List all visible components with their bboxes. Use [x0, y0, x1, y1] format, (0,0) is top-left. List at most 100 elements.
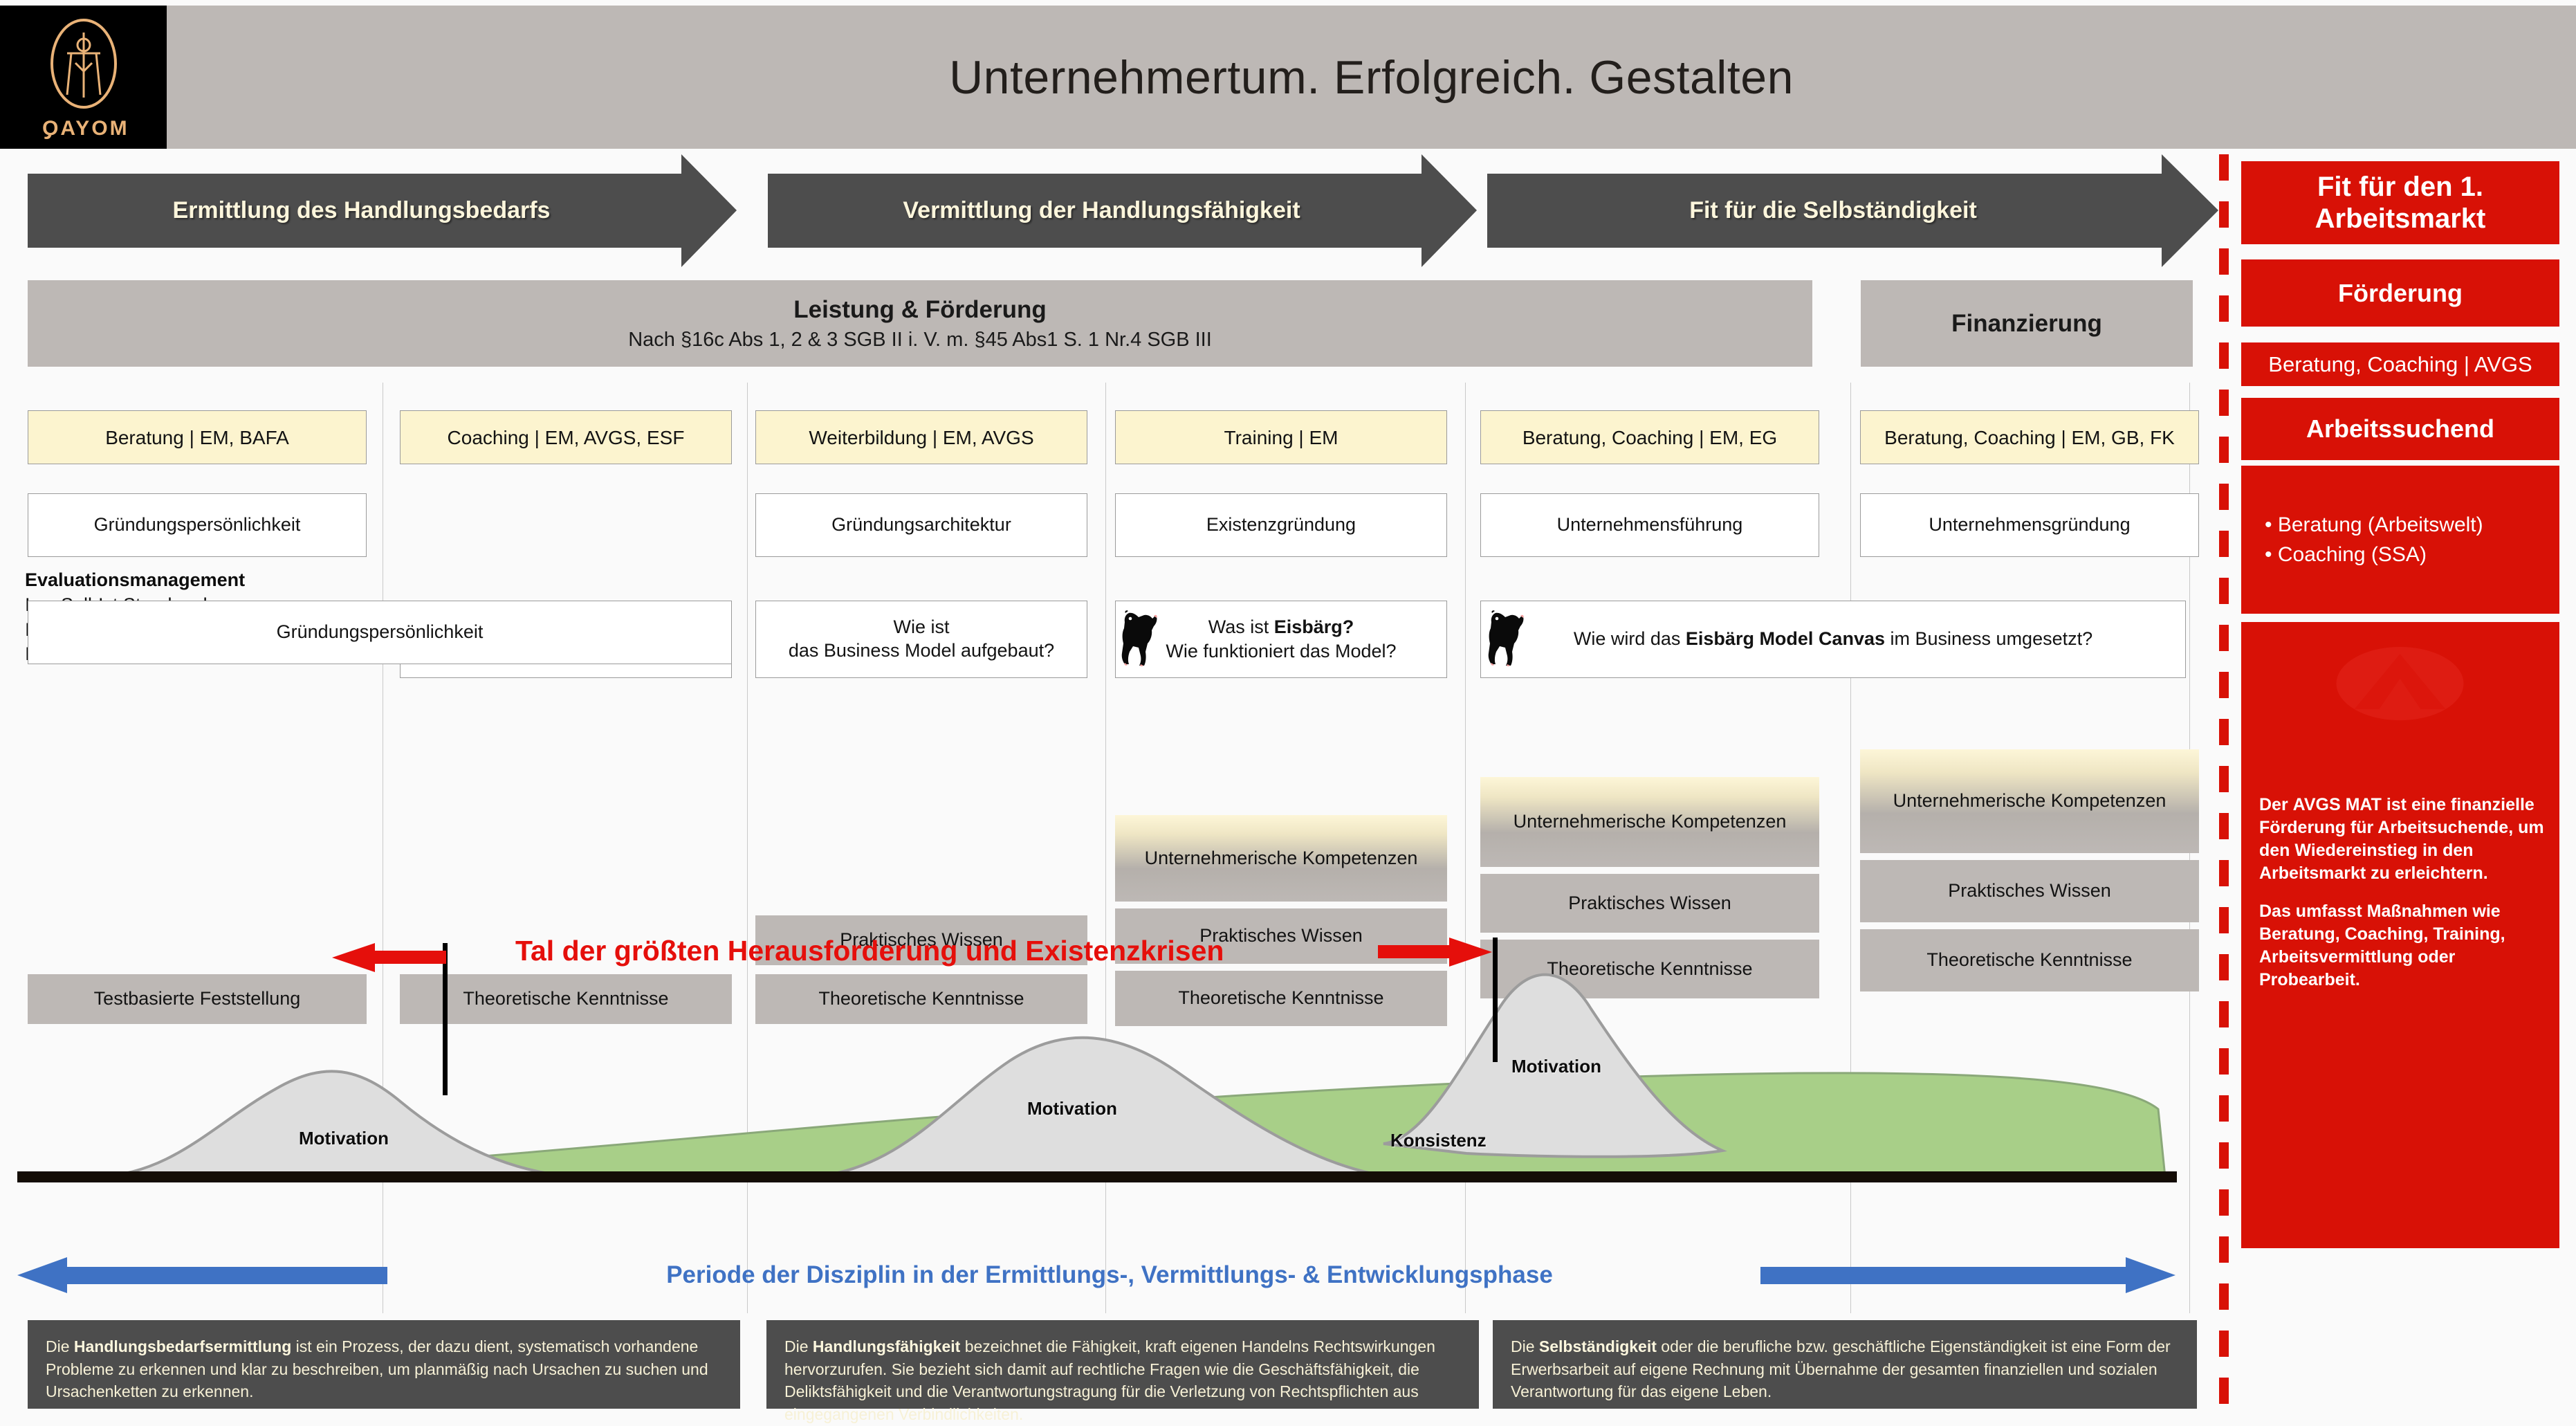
note-rest: oder die berufliche bzw. geschäftliche E…: [1511, 1337, 2171, 1401]
question-bold: Eisbärg?: [1273, 616, 1354, 637]
phase-arrow-ermittlung[interactable]: Ermittlung des Handlungsbedarfs: [28, 154, 737, 267]
topic-chip[interactable]: Existenzgründung: [1115, 493, 1447, 557]
stack-chip-label: Unternehmerische Kompetenzen: [1893, 790, 2166, 812]
service-chip[interactable]: Beratung, Coaching | EM, EG: [1480, 410, 1819, 464]
service-chip-label: Beratung, Coaching | EM, EG: [1522, 426, 1778, 448]
columns-area: Beratung | EM, BAFA Gründungspersönlichk…: [0, 154, 2219, 1416]
service-chip[interactable]: Beratung | EM, BAFA: [28, 410, 367, 464]
stack-chip-label: Theoretische Kenntnisse: [818, 988, 1024, 1009]
motivation-peak-3: [1383, 973, 1728, 1158]
sidebar-info-p2: Das umfasst Maßnahmen wie Beratung, Coac…: [2259, 902, 2505, 989]
chart-baseline: [17, 1171, 2177, 1182]
brand-logo: MOYAQ: [0, 6, 167, 149]
service-chip[interactable]: Beratung, Coaching | EM, GB, FK: [1860, 410, 2199, 464]
leistung-title: Leistung & Förderung: [793, 295, 1047, 323]
stack-chip-testbasierte[interactable]: Testbasierte Feststellung: [28, 974, 367, 1024]
blue-arrow-left: [17, 1257, 387, 1293]
stack-chip-kompetenzen[interactable]: Unternehmerische Kompetenzen: [1115, 815, 1447, 902]
red-arrow-left: [332, 943, 446, 972]
sidebar-info-text: Der AVGS MAT ist eine finanzielle Förder…: [2259, 794, 2546, 991]
stack-chip-praktisches[interactable]: Praktisches Wissen: [1860, 860, 2199, 922]
wide-question-post: im Business umgesetzt?: [1885, 628, 2093, 650]
service-chip[interactable]: Weiterbildung | EM, AVGS: [755, 410, 1087, 464]
note-term: Selbständigkeit: [1538, 1337, 1657, 1355]
sidebar-box-label: Beratung, Coaching | AVGS: [2268, 351, 2532, 376]
phase-arrow-vermittlung[interactable]: Vermittlung der Handlungsfähigkeit: [768, 154, 1477, 267]
motivation-peak-1: [96, 1070, 575, 1178]
info-post: ist eine finanzielle Förderung für Arbei…: [2259, 795, 2544, 883]
stack-chip-kompetenzen[interactable]: Unternehmerische Kompetenzen: [1480, 777, 1819, 867]
service-chip[interactable]: Training | EM: [1115, 410, 1447, 464]
phase-arrow-label: Ermittlung des Handlungsbedarfs: [172, 197, 551, 223]
gruendungspersoenlichkeit-chip[interactable]: Gründungspersönlichkeit: [28, 601, 732, 664]
topic-chip[interactable]: Unternehmensgründung: [1860, 493, 2199, 557]
motivation-peak-2: [809, 1036, 1391, 1178]
question-chip-eisbaerg[interactable]: Was ist Eisbärg? Wie funktioniert das Mo…: [1115, 601, 1447, 678]
stack-chip-label: Praktisches Wissen: [1948, 880, 2111, 902]
note-rest: ist ein Prozess, der dazu dient, systema…: [46, 1337, 708, 1401]
period-annotation: Periode der Disziplin in der Ermittlungs…: [666, 1261, 1553, 1288]
logo-wordmark: MOYAQ: [39, 116, 127, 140]
gruendungspersoenlichkeit-label: Gründungspersönlichkeit: [276, 621, 484, 643]
topic-chip[interactable]: Unternehmensführung: [1480, 493, 1819, 557]
note-handlungsfaehigkeit: Die Handlungsfähigkeit bezeichnet die Fä…: [766, 1320, 1479, 1423]
note-rest: bezeichnet die Fähigkeit, kraft eigenen …: [784, 1337, 1435, 1423]
sidebar-box-label: Fit für den 1. Arbeitsmarkt: [2315, 172, 2486, 234]
info-bold: AVGS MAT: [2292, 795, 2382, 814]
topic-chip-label: Gründungsarchitektur: [831, 514, 1011, 536]
berlin-bear-icon: [1484, 607, 1530, 667]
stack-chip-label: Unternehmerische Kompetenzen: [1513, 811, 1787, 832]
sidebar-box-label: Arbeitssuchend: [2306, 414, 2495, 443]
column-divider: [747, 383, 748, 1313]
info-pre: Der: [2259, 795, 2293, 814]
sidebar-avgs-info: Der AVGS MAT ist eine finanzielle Förder…: [2241, 622, 2559, 1248]
stack-chip-theoretische[interactable]: Theoretische Kenntnisse: [1860, 929, 2199, 991]
sidebar-box-label: Förderung: [2338, 278, 2463, 307]
column-divider: [1850, 383, 1851, 1313]
sidebar-box-beratung-coaching-avgs[interactable]: Beratung, Coaching | AVGS: [2241, 342, 2559, 386]
topic-chip[interactable]: Gründungspersönlichkeit: [28, 493, 367, 557]
question-line2: Wie funktioniert das Model?: [1166, 641, 1397, 661]
stack-chip-theoretische[interactable]: Theoretische Kenntnisse: [755, 974, 1087, 1024]
sidebar-box-fit-arbeitsmarkt[interactable]: Fit für den 1. Arbeitsmarkt: [2241, 161, 2559, 244]
stack-chip-praktisches[interactable]: Praktisches Wissen: [755, 915, 1087, 965]
stack-chip-label: Praktisches Wissen: [1568, 892, 1731, 913]
phase-arrow-label: Fit für die Selbständigkeit: [1689, 197, 1977, 223]
sidebar-box-foerderung[interactable]: Förderung: [2241, 259, 2559, 327]
page-header: MOYAQ Unternehmertum. Erfolgreich. Gesta…: [0, 6, 2576, 154]
note-lead: Die: [46, 1337, 74, 1355]
phase-arrow-selbstaendigkeit[interactable]: Fit für die Selbständigkeit: [1487, 154, 2220, 267]
sidebar-service-list: • Beratung (Arbeitswelt) • Coaching (SSA…: [2241, 466, 2559, 614]
stack-chip-theoretische[interactable]: Theoretische Kenntnisse: [400, 974, 732, 1024]
sidebar-box-arbeitssuchend[interactable]: Arbeitssuchend: [2241, 398, 2559, 460]
sidebar-info-p1: Der AVGS MAT ist eine finanzielle Förder…: [2259, 794, 2546, 885]
konsistenz-label: Konsistenz: [1390, 1130, 1487, 1151]
stack-chip-theoretische[interactable]: Theoretische Kenntnisse: [1115, 971, 1447, 1026]
topic-chip[interactable]: Gründungsarchitektur: [755, 493, 1087, 557]
note-lead: Die: [1511, 1337, 1539, 1355]
service-chip-label: Beratung, Coaching | EM, GB, FK: [1884, 426, 2175, 448]
service-chip-label: Weiterbildung | EM, AVGS: [809, 426, 1034, 448]
question-chip[interactable]: Wie ist das Business Model aufgebaut?: [755, 601, 1087, 678]
leistung-subtitle: Nach §16c Abs 1, 2 & 3 SGB II i. V. m. §…: [628, 328, 1212, 351]
service-chip[interactable]: Coaching | EM, AVGS, ESF: [400, 410, 732, 464]
eval-heading: Evaluationsmanagement: [25, 569, 246, 590]
wide-question-pre: Wie wird das: [1573, 628, 1686, 650]
period-row: Periode der Disziplin in der Ermittlungs…: [0, 1241, 2219, 1310]
question-chip-wide-eisbaerg[interactable]: Wie wird das Eisbärg Model Canvas im Bus…: [1480, 601, 2186, 678]
finanzierung-bar: Finanzierung: [1861, 280, 2193, 367]
motivation-chart: Tal der größten Herausforderung und Exis…: [0, 895, 2219, 1220]
main-board: Ermittlung des Handlungsbedarfs Vermittl…: [0, 154, 2576, 1423]
agentur-fuer-arbeit-logo-icon: [2336, 646, 2465, 725]
topic-chip-label: Existenzgründung: [1206, 514, 1356, 536]
blue-arrow-right: [1760, 1257, 2175, 1293]
note-term: Handlungsbedarfsermittlung: [73, 1337, 292, 1355]
red-sidebar: Fit für den 1. Arbeitsmarkt Förderung Be…: [2241, 154, 2559, 1416]
stack-chip-praktisches[interactable]: Praktisches Wissen: [1480, 874, 1819, 933]
red-arrow-right: [1378, 938, 1492, 967]
stack-chip-label: Theoretische Kenntnisse: [1926, 949, 2133, 971]
stack-chip-kompetenzen[interactable]: Unternehmerische Kompetenzen: [1860, 749, 2199, 853]
topic-chip-label: Unternehmensgründung: [1929, 514, 2131, 536]
leistung-foerderung-bar: Leistung & Förderung Nach §16c Abs 1, 2 …: [28, 280, 1812, 367]
service-chip-label: Beratung | EM, BAFA: [105, 426, 289, 448]
